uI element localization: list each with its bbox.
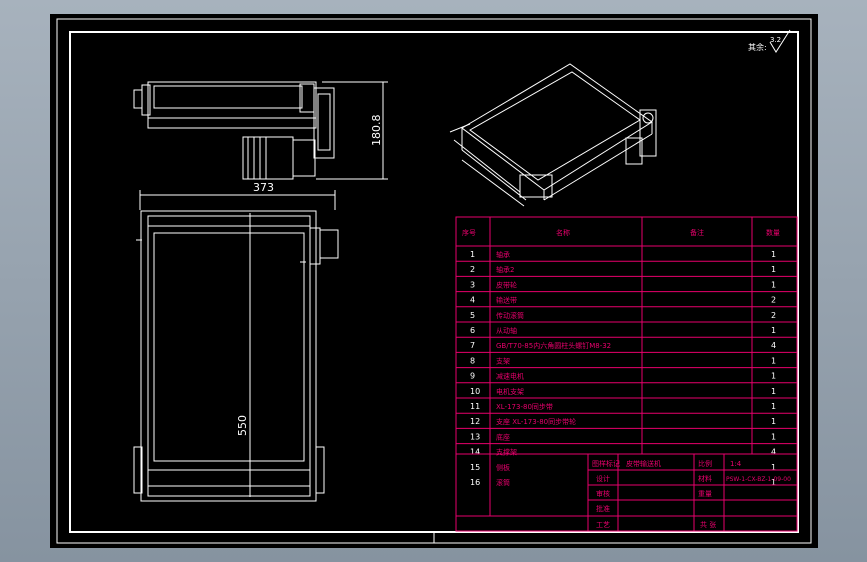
bom-cell-qty: 1 xyxy=(771,280,776,289)
bom-cell-name: 皮带轮 xyxy=(496,280,517,289)
bom-cell-qty: 1 xyxy=(771,478,776,487)
top-view: 180.8 xyxy=(133,81,388,180)
bom-cell-no: 3 xyxy=(470,280,475,289)
bom-header-no: 序号 xyxy=(462,228,476,237)
bom-cell-no: 13 xyxy=(470,432,480,441)
bom-cell-qty: 1 xyxy=(771,402,776,411)
tb-drawing-no: PSW-1-CX-BZ-1-09-00 xyxy=(726,476,791,483)
tb-check: 审核 xyxy=(596,489,610,498)
bom-cell-name: 滚筒 xyxy=(496,478,510,487)
dimension-width: 373 xyxy=(253,181,274,194)
bom-cell-no: 7 xyxy=(470,341,475,350)
bom-cell-no: 8 xyxy=(470,356,475,365)
bom-cell-name: 支撑架 xyxy=(496,448,517,457)
bom-cell-name: 输送带 xyxy=(496,296,517,305)
bom-cell-qty: 1 xyxy=(771,432,776,441)
tb-sheet: 共 张 xyxy=(700,520,716,529)
bom-cell-qty: 1 xyxy=(771,417,776,426)
tb-approve: 批准 xyxy=(596,504,610,513)
bom-cell-qty: 1 xyxy=(771,463,776,472)
bom-cell-name: 轴承2 xyxy=(496,265,514,274)
isometric-view xyxy=(449,63,657,207)
bom-cell-qty: 2 xyxy=(771,296,776,305)
bom-cell-qty: 1 xyxy=(771,372,776,381)
bom-cell-qty: 1 xyxy=(771,250,776,259)
bom-cell-qty: 1 xyxy=(771,387,776,396)
bom-cell-name: 电机支架 xyxy=(496,387,524,396)
dimension-length: 550 xyxy=(236,415,249,436)
bom-cell-name: 轴承 xyxy=(496,250,510,259)
tb-project: 皮带输送机 xyxy=(626,459,661,468)
bom-cell-qty: 4 xyxy=(771,448,776,457)
bom-header-name: 名称 xyxy=(556,228,570,237)
plan-view: 550 xyxy=(133,210,339,502)
tb-material: 材料 xyxy=(698,474,712,483)
bom-cell-no: 1 xyxy=(470,250,475,259)
bom-cell-name: 侧板 xyxy=(496,463,510,472)
bom-cell-name: 支座 XL-173-80同步带轮 xyxy=(496,417,576,426)
roughness-label: 其余: xyxy=(748,42,767,52)
bom-cell-qty: 4 xyxy=(771,341,776,350)
tb-label-b: 比例 xyxy=(698,459,712,468)
bom-cell-name: 底座 xyxy=(496,432,510,441)
bom-cell-no: 11 xyxy=(470,402,480,411)
bom-cell-no: 15 xyxy=(470,463,480,472)
bom-header-qty: 数量 xyxy=(766,228,780,237)
drawing-sheet xyxy=(50,14,818,548)
bom-cell-no: 12 xyxy=(470,417,480,426)
roughness-check-icon xyxy=(769,29,791,53)
bom-cell-no: 9 xyxy=(470,372,475,381)
tb-design: 设计 xyxy=(596,474,610,483)
bom-cell-qty: 1 xyxy=(771,265,776,274)
bom-cell-no: 4 xyxy=(470,296,475,305)
bom-cell-name: 从动轴 xyxy=(496,326,517,335)
surface-roughness-symbol: 其余: 3.2 xyxy=(748,29,791,53)
tb-scale: 1:4 xyxy=(730,460,742,468)
bom-cell-no: 5 xyxy=(470,311,475,320)
bom-cell-no: 10 xyxy=(470,387,480,396)
bom-cell-name: 传动滚筒 xyxy=(496,311,524,320)
bom-cell-no: 14 xyxy=(470,448,480,457)
roughness-value: 3.2 xyxy=(770,36,781,44)
bom-cell-name: GB/T70-85内六角圆柱头螺钉M8-32 xyxy=(496,341,611,350)
tb-weight: 重量 xyxy=(698,490,712,498)
bom-cell-no: 16 xyxy=(470,478,480,487)
bom-cell-name: 支架 xyxy=(496,356,510,365)
tb-label-a: 图样标记 xyxy=(592,459,620,468)
bom-cell-no: 2 xyxy=(470,265,475,274)
dimension-height: 180.8 xyxy=(370,115,383,147)
bom-header-remark: 备注 xyxy=(690,228,704,237)
tb-process: 工艺 xyxy=(596,521,610,529)
bom-cell-name: XL-173-80同步带 xyxy=(496,403,553,411)
bom-cell-qty: 1 xyxy=(771,356,776,365)
bom-cell-qty: 1 xyxy=(771,326,776,335)
bom-cell-qty: 2 xyxy=(771,311,776,320)
bom-cell-no: 6 xyxy=(470,326,475,335)
bom-cell-name: 减速电机 xyxy=(496,372,524,381)
